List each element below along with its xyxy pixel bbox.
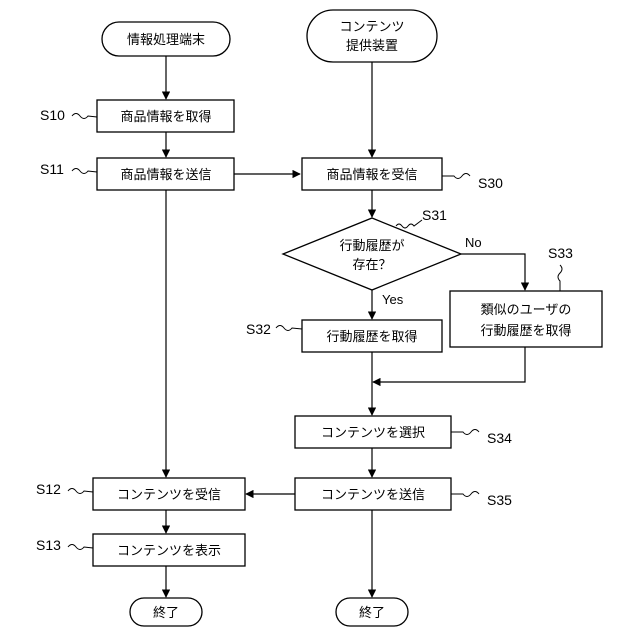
s13-label: S13 <box>36 537 61 553</box>
s10-leader <box>72 114 97 119</box>
s32-label: S32 <box>246 321 271 337</box>
no-label: No <box>465 235 482 250</box>
s33-text-line1: 類似のユーザの <box>481 303 572 318</box>
s11-label: S11 <box>40 161 64 177</box>
s33-text-line2: 行動履歴を取得 <box>480 323 571 339</box>
start-terminal-right-line1: コンテンツ <box>339 20 404 35</box>
s12-leader <box>68 489 93 494</box>
s33-label: S33 <box>548 245 573 261</box>
edge-s31-s33 <box>461 254 525 290</box>
end-terminal-left-text: 終了 <box>153 605 179 621</box>
s34-leader <box>451 430 479 435</box>
yes-label: Yes <box>382 292 404 307</box>
s32-leader <box>276 326 302 331</box>
s35-label: S35 <box>487 492 512 508</box>
s12-label: S12 <box>36 481 61 497</box>
start-terminal-right-line2: 提供装置 <box>346 38 398 54</box>
s31-diamond <box>283 218 461 290</box>
s35-leader <box>451 492 479 497</box>
s31-text-line1: 行動履歴が <box>339 239 404 254</box>
s31-leader <box>396 220 422 228</box>
s12-text: コンテンツを受信 <box>117 488 221 503</box>
start-terminal-left-text: 情報処理端末 <box>127 33 205 48</box>
s33-leader <box>558 265 562 291</box>
s31-text-line2: 存在？ <box>352 258 391 273</box>
s35-text: コンテンツを送信 <box>321 488 425 503</box>
end-terminal-right-text: 終了 <box>359 605 385 621</box>
s34-label: S34 <box>487 430 512 446</box>
s31-label: S31 <box>422 207 447 223</box>
s34-text: コンテンツを選択 <box>321 426 425 441</box>
s13-leader <box>68 545 93 550</box>
s13-text: コンテンツを表示 <box>117 544 221 559</box>
s30-label: S30 <box>478 175 503 191</box>
s10-text: 商品情報を取得 <box>120 109 211 125</box>
s10-label: S10 <box>40 107 65 123</box>
start-terminal-right <box>307 10 437 62</box>
s30-leader <box>442 174 470 179</box>
s32-text: 行動履歴を取得 <box>326 329 417 345</box>
s11-text: 商品情報を送信 <box>120 168 211 183</box>
s30-text: 商品情報を受信 <box>326 168 417 183</box>
s11-leader <box>72 169 97 174</box>
